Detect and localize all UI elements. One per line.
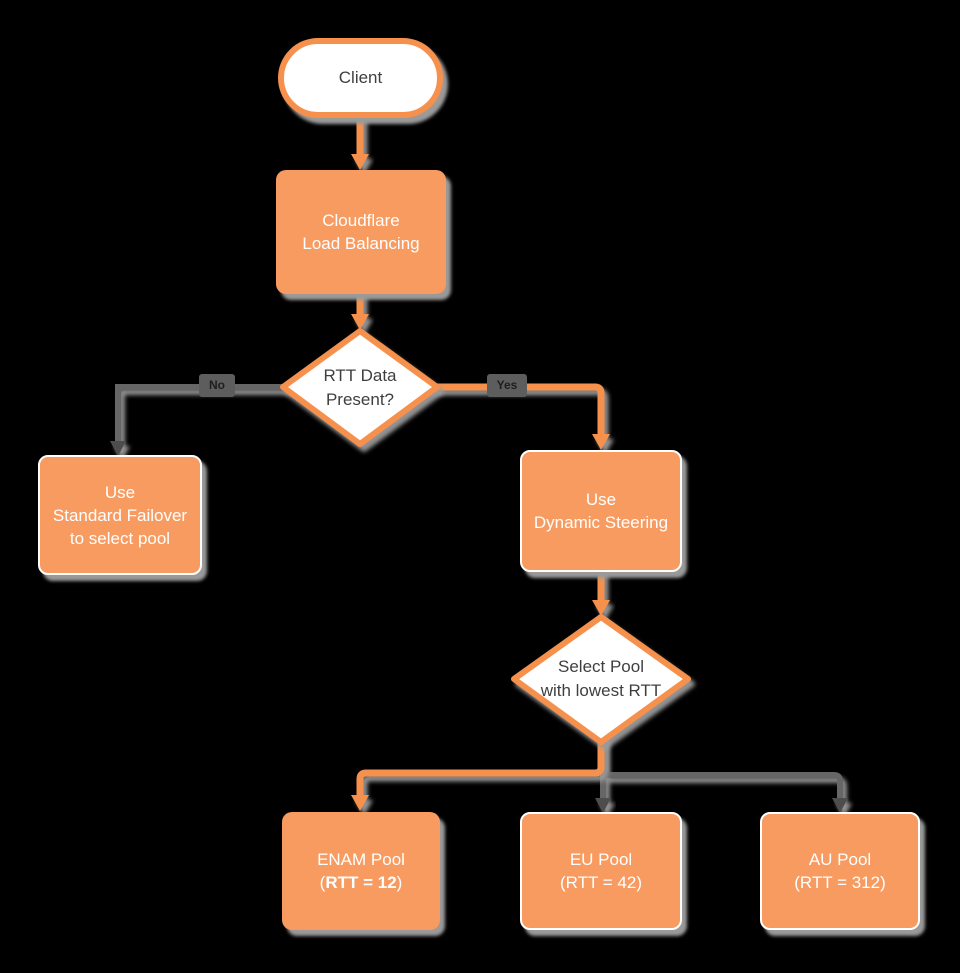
standard-failover-line: Standard Failover — [52, 505, 188, 525]
edge-selectpool-enam-line — [356, 730, 605, 797]
load-balancer-line: Cloudflare — [322, 211, 400, 230]
node-eu-pool: EU Pool (RTT = 42) — [520, 812, 682, 930]
edge-rtt-yes-line — [420, 383, 605, 436]
enam-rtt-value: RTT = 12 — [325, 873, 397, 892]
dynamic-steering-line: Use — [585, 490, 617, 509]
au-pool-line: AU Pool — [808, 850, 872, 869]
select-pool-decision-diamond — [511, 614, 691, 745]
standard-failover-line: to select pool — [69, 528, 171, 548]
edge-rtt-no — [110, 384, 300, 456]
au-pool-line: (RTT = 312) — [794, 873, 886, 892]
node-standard-failover: Use Standard Failover to select pool — [38, 455, 202, 575]
edge-selectpool-au — [603, 772, 848, 813]
node-dynamic-steering: Use Dynamic Steering — [520, 450, 682, 572]
dynamic-steering-line: Dynamic Steering — [533, 513, 669, 532]
load-balancer-line: Load Balancing — [302, 234, 420, 253]
node-client: Client — [278, 38, 443, 118]
arrowhead-to-au-pool — [832, 798, 848, 813]
client-label: Client — [338, 68, 383, 87]
rtt-decision-diamond — [280, 328, 440, 447]
edge-selectpool-au-line — [603, 772, 843, 800]
standard-failover-line: Use — [104, 482, 136, 502]
arrowhead-to-dynamic-steering — [592, 434, 610, 450]
arrowhead-to-select-pool-decision — [592, 600, 610, 616]
eu-pool-line: (RTT = 42) — [559, 873, 643, 892]
node-enam-pool: ENAM Pool (RTT = 12) — [282, 812, 440, 930]
edge-rtt-yes — [420, 383, 610, 450]
arrowhead-to-standard-failover — [110, 441, 126, 456]
arrowhead-to-eu-pool — [595, 798, 611, 813]
arrowhead-to-rtt-decision — [351, 314, 369, 330]
enam-pool-line: ENAM Pool — [317, 850, 405, 869]
eu-pool-line: EU Pool — [569, 850, 633, 869]
enam-rtt-open: ( — [319, 873, 326, 892]
enam-pool-rtt: (RTT = 12) — [320, 871, 403, 894]
node-load-balancer: Cloudflare Load Balancing — [276, 170, 446, 294]
edge-label-yes: Yes — [487, 374, 527, 397]
arrowhead-to-load-balancer — [351, 154, 369, 170]
edge-label-no: No — [199, 374, 235, 397]
edge-rtt-no-line — [115, 384, 300, 450]
node-au-pool: AU Pool (RTT = 312) — [760, 812, 920, 930]
arrowhead-to-enam-pool — [351, 795, 369, 811]
edge-selectpool-enam — [351, 730, 605, 811]
enam-rtt-close: ) — [396, 873, 403, 892]
